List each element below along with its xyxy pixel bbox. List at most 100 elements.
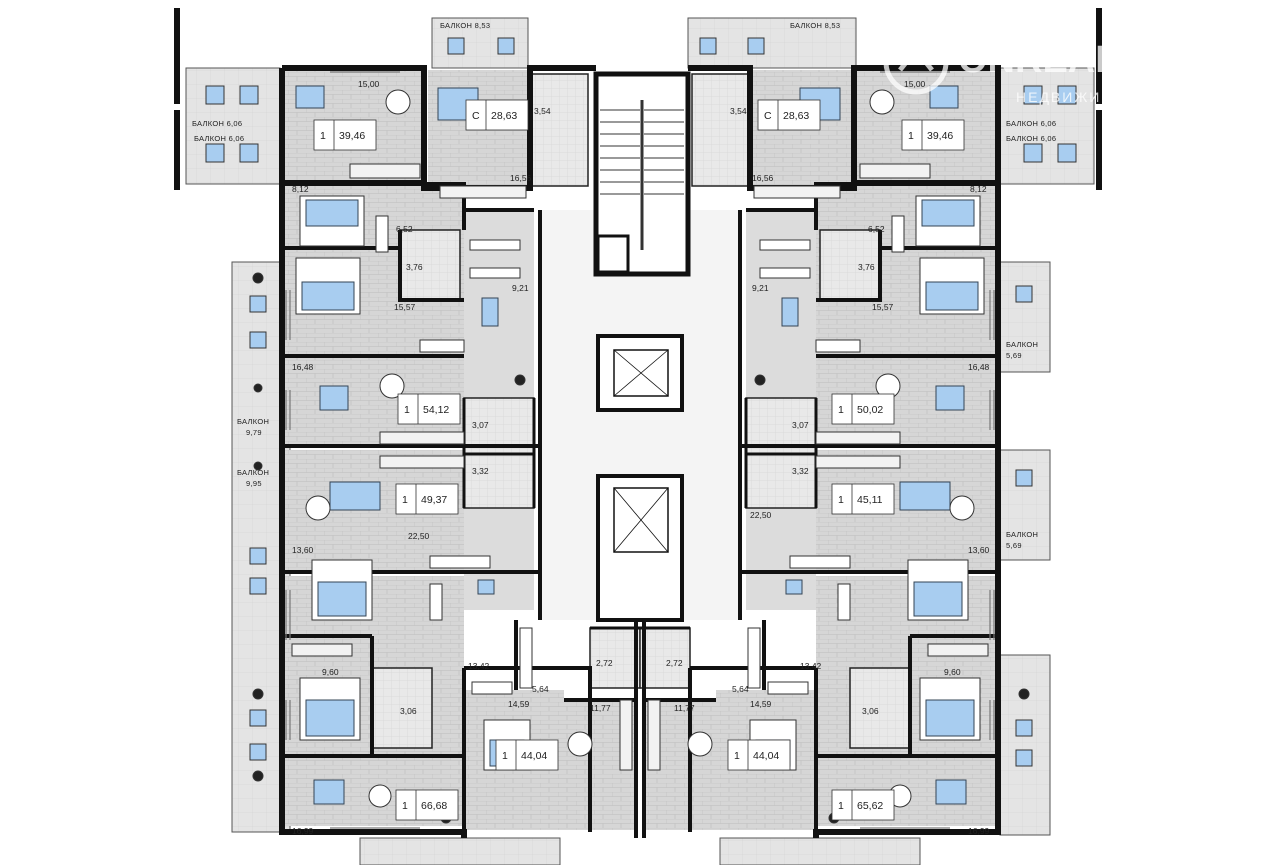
balcony-label: БАЛКОН 8,53 [440, 21, 490, 30]
balcony-label: БАЛКОН 9,79 [237, 417, 269, 437]
apartment-room-count: 1 [838, 800, 844, 812]
apartment-total-area: 28,63 [491, 110, 517, 122]
room-area-label: 15,00 [904, 79, 926, 89]
apartment-room-count: 1 [838, 494, 844, 506]
balcony-area: 6,06 [1041, 134, 1057, 143]
room-area-label: 3,76 [858, 262, 875, 272]
apartment-room-count: 1 [838, 404, 844, 416]
room-area-label: 11,77 [590, 703, 611, 713]
apartment-total-area: 39,46 [339, 130, 365, 142]
apartment-total-area: 54,12 [423, 404, 449, 416]
balcony-area: 5,69 [1006, 541, 1022, 550]
room-area-labels: 15,00 15,00 3,54 3,54 16,56 16,56 8,12 8… [292, 79, 990, 836]
room-area-label: 3,07 [792, 420, 809, 430]
apartment-badge-box [757, 99, 821, 131]
apartment-room-count: 1 [734, 750, 740, 762]
room-area-label: 9,21 [752, 283, 769, 293]
apartment-badge-box [727, 739, 791, 771]
room-area-label: 3,32 [472, 466, 489, 476]
apartment-badge-box [495, 739, 559, 771]
balcony-label: БАЛКОН 5,69 [1006, 530, 1038, 550]
apartment-badge-box [313, 119, 377, 151]
room-area-label: 13,60 [968, 545, 990, 555]
room-area-label: 16,56 [510, 173, 532, 183]
watermark: ONREALT НЕДВИЖИМОСТЬ [883, 29, 1159, 105]
svg-text:БАЛКОН 8,53: БАЛКОН 8,53 [440, 21, 490, 30]
balcony-label: БАЛКОН 6,06 [194, 134, 244, 143]
room-area-label: 9,60 [944, 667, 961, 677]
svg-text:БАЛКОН 8,53: БАЛКОН 8,53 [790, 21, 840, 30]
apartment-badge-box [395, 789, 459, 821]
balcony-labels: БАЛКОН 8,53 БАЛКОН 8,53 БАЛКОН 6,06 БАЛК… [192, 21, 1056, 550]
apartment-room-count: С [472, 110, 480, 122]
room-area-label: 16,48 [968, 362, 990, 372]
room-area-label: 14,59 [750, 699, 772, 709]
room-area-label: 11,77 [674, 703, 695, 713]
room-area-label: 22,50 [408, 531, 430, 541]
apartment-room-count: 1 [320, 130, 326, 142]
room-area-label: 16,56 [752, 173, 774, 183]
balcony-word: БАЛКОН [440, 21, 472, 30]
room-area-label: 3,54 [730, 106, 747, 116]
balcony-word: БАЛКОН [1006, 119, 1038, 128]
balcony-word: БАЛКОН [1006, 530, 1038, 539]
balcony-area: 8,53 [825, 21, 841, 30]
balcony-word: БАЛКОН [192, 119, 224, 128]
apartment-total-area: 65,62 [857, 800, 883, 812]
balcony-word: БАЛКОН [1006, 134, 1038, 143]
balcony-label: БАЛКОН 5,69 [1006, 340, 1038, 360]
balcony-label: БАЛКОН 8,53 [790, 21, 840, 30]
room-area-label: 15,00 [358, 79, 380, 89]
balcony-area: 9,95 [246, 479, 262, 488]
apartment-badge-box [901, 119, 965, 151]
apartment-total-area: 39,46 [927, 130, 953, 142]
apartment-total-area: 49,37 [421, 494, 447, 506]
room-area-label: 6,52 [868, 224, 885, 234]
balcony-area: 8,53 [475, 21, 491, 30]
balcony-area: 6,06 [229, 134, 245, 143]
balcony-word: БАЛКОН [1006, 340, 1038, 349]
apartment-total-area: 44,04 [521, 750, 547, 762]
svg-text:БАЛКОН 6,06: БАЛКОН 6,06 [1006, 134, 1056, 143]
balcony-word: БАЛКОН [237, 417, 269, 426]
room-area-label: 9,21 [512, 283, 529, 293]
room-area-label: 16,48 [292, 362, 314, 372]
apartment-room-count: 1 [404, 404, 410, 416]
apartment-badge-box [831, 789, 895, 821]
balcony-area: 5,69 [1006, 351, 1022, 360]
room-area-label: 15,57 [394, 302, 416, 312]
brand-logo-icon [883, 29, 949, 95]
svg-text:БАЛКОН 6,06: БАЛКОН 6,06 [194, 134, 244, 143]
balcony-word: БАЛКОН [194, 134, 226, 143]
room-area-label: 16,99 [292, 826, 314, 836]
apartment-badge: С 28,63 [465, 99, 529, 131]
apartment-badge-box [395, 483, 459, 515]
room-area-label: 3,54 [534, 106, 551, 116]
balcony-label: БАЛКОН 6,06 [192, 119, 242, 128]
apartment-room-count: 1 [502, 750, 508, 762]
apartment-total-area: 66,68 [421, 800, 447, 812]
room-area-label: 13,42 [468, 661, 490, 671]
apartment-total-area: 50,02 [857, 404, 883, 416]
apartment-room-count: 1 [402, 494, 408, 506]
room-area-label: 14,59 [508, 699, 530, 709]
apartment-badge-box [831, 483, 895, 515]
bathrooms [371, 73, 911, 749]
room-area-label: 5,64 [732, 684, 749, 694]
room-area-label: 22,50 [750, 510, 772, 520]
room-area-label: 3,76 [406, 262, 423, 272]
room-area-label: 13,60 [292, 545, 314, 555]
facade-columns [174, 8, 1102, 190]
